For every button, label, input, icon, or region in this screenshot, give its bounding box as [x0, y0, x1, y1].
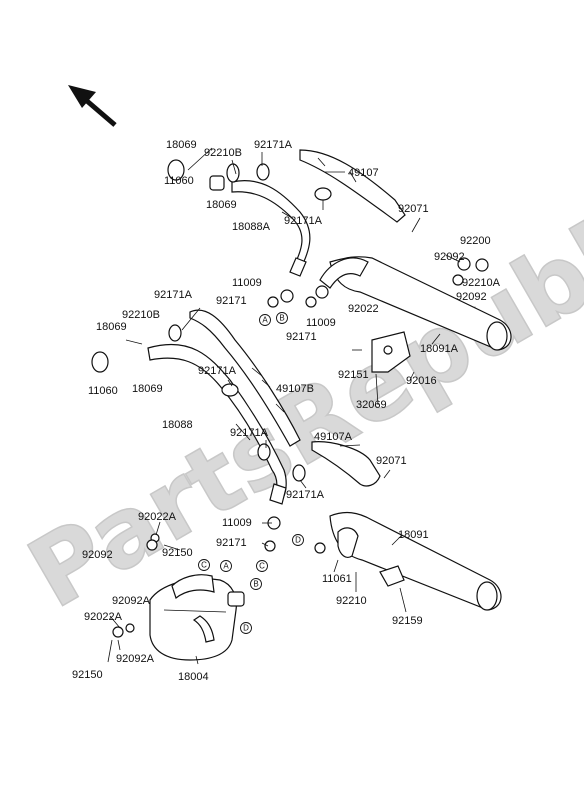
- svg-text:C: C: [259, 562, 265, 571]
- svg-text:A: A: [262, 316, 268, 325]
- bracket-32069: [371, 331, 411, 373]
- part-label: 92071: [398, 203, 429, 215]
- part-label: 92210A: [462, 277, 501, 289]
- part-label: 49107: [348, 167, 379, 179]
- part-label: 11009: [232, 277, 262, 289]
- small-hardware: [91, 159, 489, 638]
- part-label: 18004: [178, 671, 209, 683]
- front-arrow-icon: [68, 85, 117, 127]
- part-label: 18069: [132, 383, 163, 395]
- part-label: 18091A: [420, 343, 459, 355]
- part-label: 92171: [216, 295, 247, 307]
- marker-b: B: [250, 578, 262, 590]
- part-label: 49107B: [276, 383, 314, 395]
- part-label: 92071: [376, 455, 407, 467]
- part-label: 92171: [286, 331, 317, 343]
- part-label: 92092: [456, 291, 487, 303]
- part-label: 92210B: [122, 309, 160, 321]
- part-label: 92092A: [116, 653, 155, 665]
- part-label: 92171A: [154, 289, 193, 301]
- collector-18004: [149, 574, 245, 661]
- part-label: 92022A: [138, 511, 177, 523]
- part-label: 92022: [348, 303, 379, 315]
- part-label: 92092: [434, 251, 465, 263]
- leader-lines: [107, 147, 461, 665]
- marker-d: D: [240, 622, 252, 634]
- part-label: 92171A: [286, 489, 325, 501]
- part-label: 49107A: [314, 431, 353, 443]
- part-label: 11061: [322, 573, 352, 585]
- part-label: 18091: [398, 529, 429, 541]
- part-label: 92159: [392, 615, 423, 627]
- part-label: 18069: [96, 321, 127, 333]
- heat-cover-upper: [299, 149, 406, 223]
- part-label: 92151: [338, 369, 369, 381]
- marker-b: B: [276, 312, 288, 324]
- part-label: 11009: [306, 317, 336, 329]
- part-label: 92171A: [254, 139, 293, 151]
- part-label: 92210: [336, 595, 367, 607]
- part-label: 92022A: [84, 611, 123, 623]
- part-label: 11060: [164, 175, 194, 187]
- svg-text:C: C: [201, 561, 207, 570]
- marker-c: C: [256, 560, 268, 572]
- part-label: 32069: [356, 399, 387, 411]
- muffler-upper: [319, 256, 512, 351]
- svg-text:D: D: [295, 536, 301, 545]
- part-label: 18069: [166, 139, 197, 151]
- muffler-lower: [329, 511, 502, 611]
- part-label: 92171A: [284, 215, 323, 227]
- part-label: 92092A: [112, 595, 151, 607]
- part-label: 11009: [222, 517, 252, 529]
- part-label: 92016: [406, 375, 437, 387]
- head-pipe-upper: [209, 175, 311, 277]
- marker-a: A: [220, 560, 232, 572]
- part-label: 18069: [206, 199, 237, 211]
- part-label: 92210B: [204, 147, 242, 159]
- heat-cover-lower: [189, 309, 301, 447]
- marker-a: A: [259, 314, 271, 326]
- part-label: 92171A: [230, 427, 269, 439]
- part-label: 92092: [82, 549, 113, 561]
- marker-d: D: [292, 534, 304, 546]
- svg-text:A: A: [223, 562, 229, 571]
- head-pipe-lower: [147, 343, 287, 505]
- svg-text:D: D: [243, 624, 249, 633]
- part-label: 18088: [162, 419, 193, 431]
- marker-c: C: [198, 559, 210, 571]
- part-label: 92171A: [198, 365, 237, 377]
- svg-text:B: B: [279, 314, 284, 323]
- part-label: 92150: [72, 669, 103, 681]
- part-label: 92171: [216, 537, 247, 549]
- svg-text:B: B: [253, 580, 258, 589]
- part-label: 92150: [162, 547, 193, 559]
- part-label: 11060: [88, 385, 118, 397]
- part-label: 92200: [460, 235, 491, 247]
- part-label: 18088A: [232, 221, 271, 233]
